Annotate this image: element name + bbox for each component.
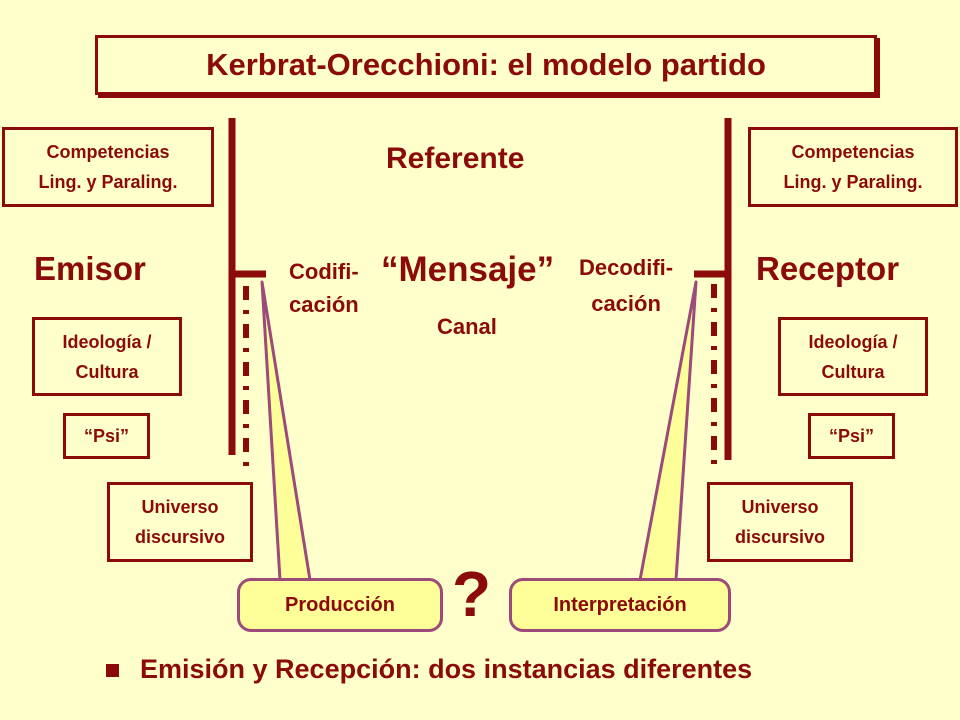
receptor-label: Receptor — [756, 250, 900, 287]
right-competencias-line1: Competencias — [791, 142, 915, 162]
right-ideologia-line2: Cultura — [821, 361, 885, 382]
left-ideologia-line2: Cultura — [75, 361, 139, 382]
bullet-text: Emisión y Recepción: dos instancias dife… — [140, 654, 753, 684]
right-competencias-box: Competencias Ling. y Paraling. — [748, 127, 958, 207]
decodificacion-line2: cación — [591, 291, 661, 316]
right-ideologia-box: Ideología / Cultura — [778, 317, 928, 396]
left-competencias-line2: Ling. y Paraling. — [38, 172, 178, 192]
right-universo-box: Universo discursivo — [707, 482, 853, 562]
emisor-label: Emisor — [34, 250, 146, 287]
title-box: Kerbrat-Orecchioni: el modelo partido — [95, 35, 877, 95]
left-universo-line1: Universo — [141, 497, 219, 517]
codificacion-line2: cación — [289, 292, 359, 317]
question-mark: ? — [452, 558, 492, 630]
codificacion-line1: Codifi- — [289, 259, 359, 284]
interpretacion-callout-tail — [638, 280, 698, 582]
page-title: Kerbrat-Orecchioni: el modelo partido — [206, 47, 766, 82]
referente-label: Referente — [386, 142, 525, 175]
right-psi-box: “Psi” — [808, 413, 895, 459]
left-competencias-line1: Competencias — [46, 142, 170, 162]
left-universo-box: Universo discursivo — [107, 482, 253, 562]
decodificacion-line1: Decodifi- — [579, 255, 674, 280]
left-psi-box: “Psi” — [63, 413, 150, 459]
produccion-callout: Producción — [237, 578, 443, 632]
right-universo-line1: Universo — [741, 497, 819, 517]
left-universo-line2: discursivo — [134, 527, 226, 547]
left-psi-label: “Psi” — [83, 426, 130, 446]
produccion-callout-tail — [260, 280, 312, 582]
bullet-square-icon — [106, 664, 119, 677]
interpretacion-label: Interpretación — [553, 593, 687, 616]
left-ideologia-box: Ideología / Cultura — [32, 317, 182, 396]
right-ideologia-line1: Ideología / — [808, 331, 898, 352]
interpretacion-callout: Interpretación — [509, 578, 731, 632]
canal-label: Canal — [437, 314, 497, 339]
decodificacion-label: Decodifi- cación — [579, 250, 673, 322]
right-competencias-line2: Ling. y Paraling. — [783, 172, 923, 192]
left-ideologia-line1: Ideología / — [62, 331, 152, 352]
left-competencias-box: Competencias Ling. y Paraling. — [2, 127, 214, 207]
produccion-label: Producción — [284, 593, 395, 616]
right-universo-line2: discursivo — [734, 527, 826, 547]
codificacion-label: Codifi- cación — [289, 255, 359, 321]
mensaje-label: “Mensaje” — [381, 250, 555, 289]
right-psi-label: “Psi” — [828, 426, 875, 446]
